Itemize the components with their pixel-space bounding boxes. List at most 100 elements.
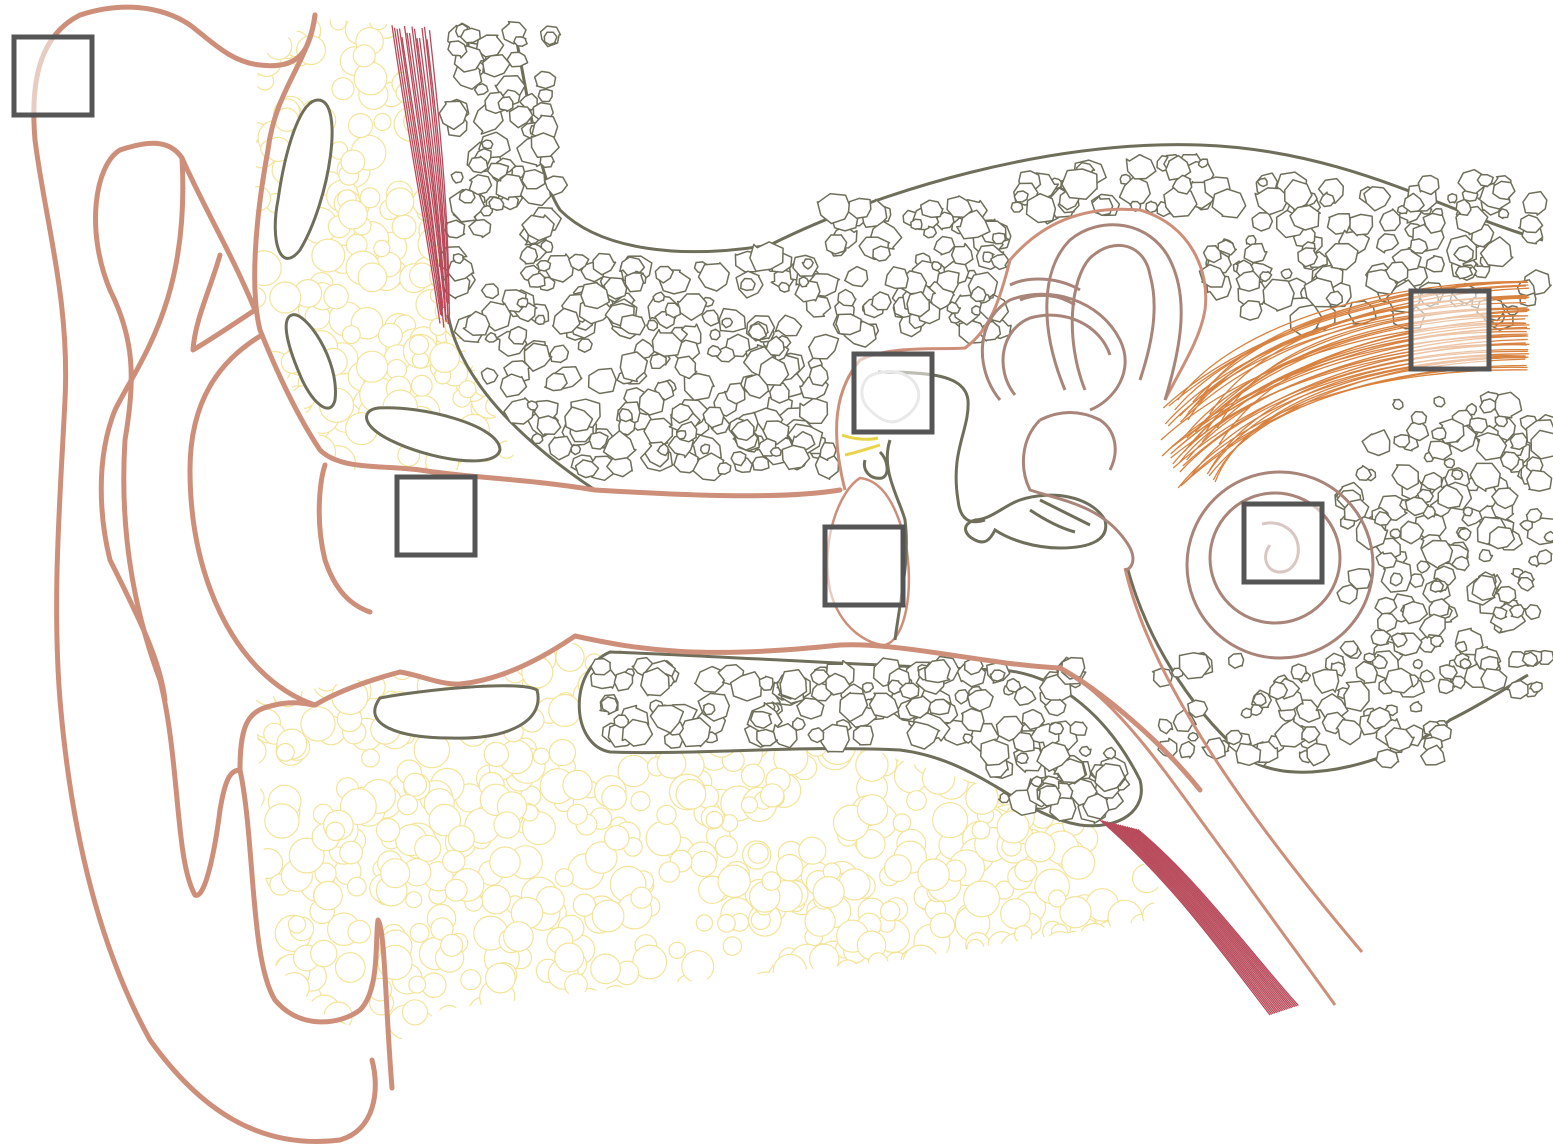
fat-cell: [605, 826, 629, 850]
fat-cell: [870, 962, 899, 991]
bone-pore: [578, 339, 592, 352]
bone-pore: [535, 71, 556, 88]
bone-pore: [741, 279, 755, 291]
bone-pore: [1537, 550, 1552, 564]
fat-cell: [1107, 646, 1126, 665]
fat-cell: [510, 1028, 530, 1048]
fat-cell: [320, 636, 344, 660]
fat-cell: [676, 780, 706, 810]
fat-cell: [348, 920, 371, 943]
bone-pore: [1434, 397, 1445, 407]
fat-cell: [277, 744, 295, 762]
fat-cell: [301, 435, 335, 469]
fat-cell: [265, 458, 285, 478]
fat-cell: [434, 643, 459, 668]
fat-cell: [301, 707, 335, 741]
fat-cell: [265, 804, 299, 838]
bone-pore: [483, 55, 510, 77]
bone-pore: [1519, 215, 1543, 233]
fat-cell: [748, 843, 768, 863]
fat-cell: [375, 634, 403, 662]
fat-cell: [969, 984, 991, 1006]
fat-cell: [490, 847, 520, 877]
fat-cell: [1045, 932, 1075, 962]
fat-cell: [1093, 962, 1127, 996]
bone-pore: [990, 670, 1005, 681]
bone-pore: [1180, 742, 1195, 758]
bone-pore: [825, 235, 846, 254]
bone-pore: [1062, 169, 1097, 199]
bone-pore: [1463, 507, 1472, 516]
bone-pore: [644, 418, 672, 445]
fat-cell: [642, 1016, 667, 1041]
fat-cell: [247, 251, 282, 286]
bone-pore: [527, 401, 537, 410]
fat-cell: [856, 749, 888, 781]
fat-cell: [692, 1000, 708, 1016]
fat-cell: [1062, 846, 1095, 879]
bone-pore: [537, 261, 551, 271]
bone-pore: [900, 683, 919, 699]
fat-cell: [727, 1000, 763, 1036]
fat-cell: [244, 1003, 268, 1027]
label-box-ear-canal[interactable]: [397, 477, 475, 555]
fat-cell: [555, 869, 573, 887]
bone-pore: [921, 200, 943, 217]
fat-cell: [1108, 976, 1128, 996]
fat-cell: [1136, 996, 1162, 1022]
fat-cell: [884, 1014, 920, 1050]
fat-cell: [442, 625, 477, 660]
bone-pore: [545, 373, 567, 390]
label-box-cochlea[interactable]: [1244, 504, 1322, 582]
bone-pore: [1431, 636, 1444, 647]
fat-cell: [279, 421, 315, 457]
bone-pore: [591, 659, 611, 675]
fat-cell: [312, 239, 345, 272]
fat-cell: [1011, 989, 1029, 1007]
bone-pore: [538, 89, 552, 101]
bone-pore: [703, 703, 714, 714]
bone-pore: [782, 445, 809, 469]
bone-pore: [1377, 234, 1399, 253]
fat-cell: [252, 450, 278, 476]
fat-cell: [1106, 974, 1138, 1006]
bone-pore: [934, 237, 955, 255]
bone-pore: [535, 316, 544, 325]
fat-cell: [479, 260, 502, 283]
bone-pore: [647, 320, 658, 330]
label-box-vestibular-nerve[interactable]: [1411, 291, 1489, 369]
fat-cell: [275, 424, 294, 443]
fat-cell: [1056, 999, 1072, 1015]
fat-cell: [342, 640, 369, 667]
bone-pore: [517, 298, 528, 307]
fat-cell: [838, 973, 861, 996]
bone-pore: [625, 273, 643, 292]
fat-cell: [409, 976, 426, 993]
fat-cell: [341, 150, 365, 174]
fat-cell: [349, 114, 373, 138]
bone-pore: [514, 37, 527, 46]
label-box-eardrum[interactable]: [825, 527, 903, 605]
label-box-malleus[interactable]: [854, 354, 932, 432]
bone-pore: [775, 315, 801, 336]
fat-cell: [374, 240, 390, 256]
bone-pore: [1263, 279, 1294, 311]
fat-cell: [331, 648, 351, 668]
fat-cell: [1088, 633, 1105, 650]
bone-pore: [1456, 642, 1467, 653]
fat-cell: [1079, 924, 1109, 954]
label-box-auricle[interactable]: [14, 37, 92, 115]
fat-cell: [369, 11, 387, 29]
bone-pore: [871, 292, 891, 310]
fat-cell: [404, 773, 427, 796]
bone-pore: [708, 346, 722, 357]
bone-pore: [853, 726, 873, 745]
bone-pore: [1493, 392, 1521, 417]
fat-cell: [930, 960, 947, 977]
fat-cell: [881, 902, 900, 921]
fat-cell: [1030, 998, 1053, 1021]
fat-cell: [563, 770, 592, 799]
fat-cell: [691, 851, 716, 876]
bone-pore: [1336, 720, 1362, 745]
